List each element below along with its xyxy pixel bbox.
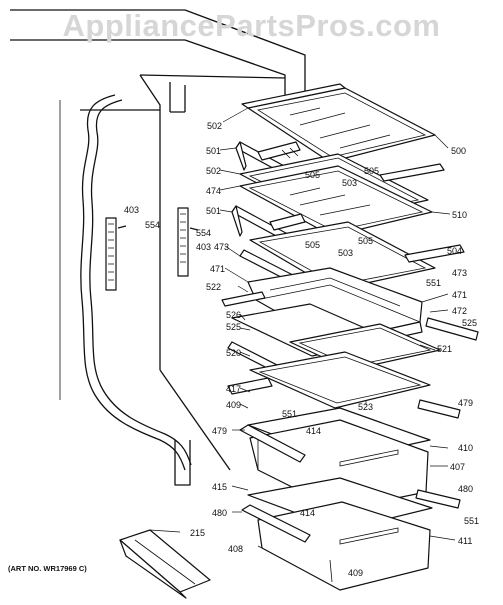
callout: 473 (214, 242, 229, 252)
storage-bin-215 (119, 529, 211, 599)
drawer-rail-417 (227, 377, 273, 395)
callout: 407 (450, 462, 465, 472)
callout: 414 (300, 508, 315, 518)
callout: 411 (458, 536, 472, 546)
callout: 522 (206, 282, 221, 292)
callout: 505 (358, 236, 373, 246)
callout: 500 (451, 146, 466, 156)
callout: 410 (458, 443, 473, 453)
callout: 480 (212, 508, 227, 518)
shelf-support-right (177, 207, 189, 277)
shelf-support-left (105, 217, 117, 291)
callout: 403 (196, 242, 211, 252)
callout: 403 (124, 205, 139, 215)
door-gasket (80, 94, 192, 471)
callout: 551 (464, 516, 479, 526)
callout: 521 (437, 344, 452, 354)
cabinet-liner (10, 9, 306, 486)
callout: 525 (462, 318, 477, 328)
callout: 472 (452, 306, 467, 316)
callout: 510 (452, 210, 467, 220)
callout: 479 (212, 426, 227, 436)
callout: 409 (226, 400, 241, 410)
screw-icon (117, 225, 199, 231)
callout: 525 (226, 322, 241, 332)
callout-labels: 502 500 501 502 505 503 505 474 510 403 … (124, 121, 479, 578)
leader-lines (149, 107, 456, 549)
callout: 417 (226, 384, 241, 394)
callout: 471 (210, 264, 225, 274)
callout: 415 (212, 482, 227, 492)
callout: 504 (447, 246, 462, 256)
callout: 473 (452, 268, 467, 278)
callout: 414 (306, 426, 321, 436)
callout: 479 (458, 398, 473, 408)
callout: 408 (228, 544, 243, 554)
watermark-text: AppliancePartsPros.com (62, 8, 441, 43)
callout: 551 (426, 278, 441, 288)
rail-505-top (379, 163, 445, 182)
callout: 554 (196, 228, 211, 238)
callout: 503 (338, 248, 353, 258)
glass-shelf-523 (249, 351, 431, 409)
callout: 523 (358, 402, 373, 412)
callout: 505 (305, 170, 320, 180)
callout: 520 (226, 348, 241, 358)
drawer-rail-522 (221, 291, 266, 307)
drawer-rail-479-right (417, 399, 461, 419)
art-number: (ART NO. WR17969 C) (8, 564, 87, 573)
callout: 474 (206, 186, 221, 196)
callout: 501 (206, 146, 221, 156)
callout: 502 (206, 166, 221, 176)
callout: 215 (190, 528, 205, 538)
callout: 505 (364, 166, 379, 176)
crisper-pan-lower (241, 477, 461, 591)
callout: 503 (342, 178, 357, 188)
callout: 554 (145, 220, 160, 230)
drawer-rail-525-right (425, 317, 479, 341)
glass-shelf-top (241, 83, 436, 163)
callout: 480 (458, 484, 473, 494)
callout: 502 (207, 121, 222, 131)
callout: 551 (282, 409, 297, 419)
callout: 409 (348, 568, 363, 578)
callout: 505 (305, 240, 320, 250)
callout: 471 (452, 290, 467, 300)
callout: 526 (226, 310, 241, 320)
callout: 501 (206, 206, 221, 216)
